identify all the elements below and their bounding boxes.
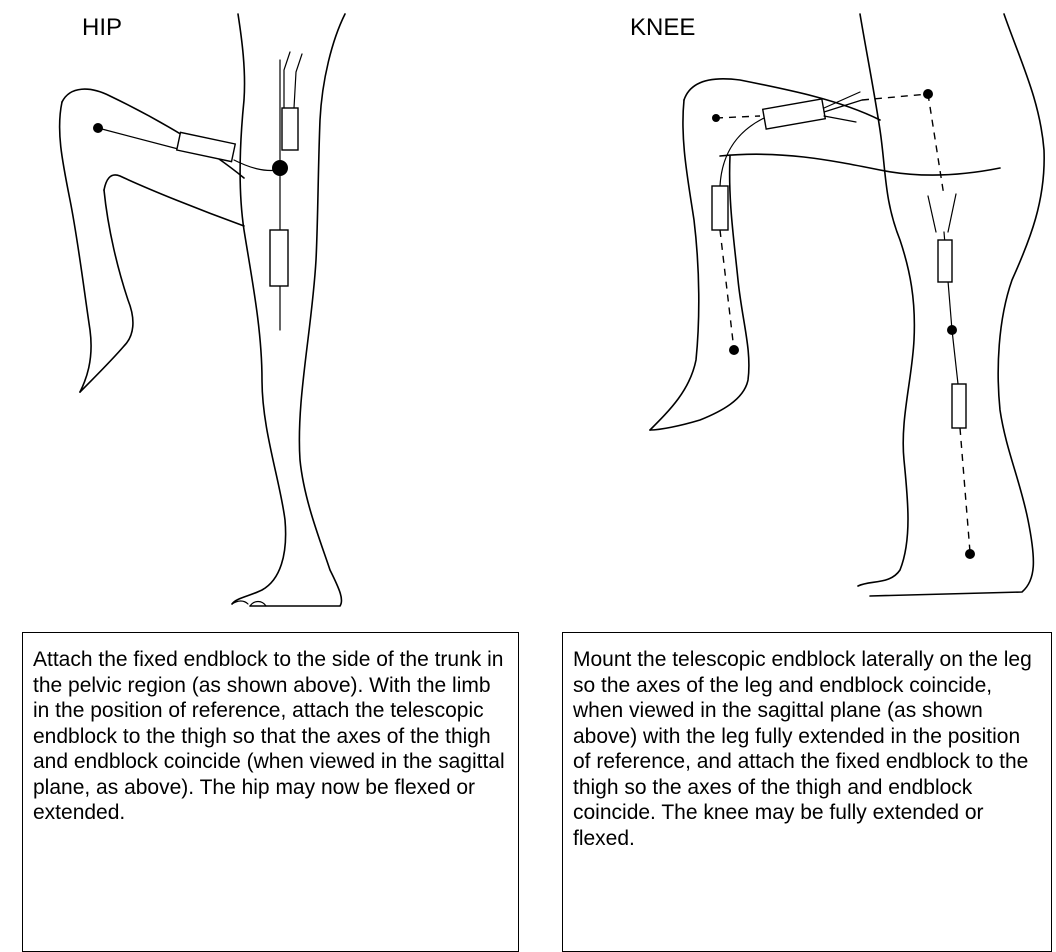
knee-standing-upper-endblock — [938, 240, 952, 282]
knee-bent-shin-front — [650, 100, 699, 430]
hip-instructions-text: Attach the fixed endblock to the side of… — [33, 647, 508, 826]
knee-instructions-text: Mount the telescopic endblock laterally … — [573, 647, 1041, 851]
knee-hip-axis-line — [862, 94, 928, 100]
knee-standing-leg-back — [870, 14, 1044, 596]
knee-shin-axis-line — [720, 230, 734, 350]
knee-fixed-endblock-cables — [824, 92, 862, 122]
knee-bent-thigh-bottom — [720, 154, 1000, 175]
knee-ankle-marker-dot — [729, 345, 739, 355]
knee-standing-lower-endblock — [952, 384, 966, 428]
knee-standing-thigh-axis — [928, 94, 944, 196]
hip-instructions-box: Attach the fixed endblock to the side of… — [22, 632, 519, 952]
knee-shin-cable — [720, 118, 764, 186]
knee-standing-lower-rod — [952, 330, 958, 384]
knee-telescopic-endblock — [712, 186, 728, 230]
knee-fixed-endblock — [763, 99, 826, 129]
knee-standing-shin-axis — [960, 428, 970, 552]
knee-standing-ankle-marker-dot — [965, 549, 975, 559]
knee-standing-cables — [928, 194, 956, 232]
knee-illustration — [0, 0, 1056, 620]
knee-thigh-axis-line — [716, 116, 760, 118]
knee-instructions-box: Mount the telescopic endblock laterally … — [562, 632, 1052, 952]
